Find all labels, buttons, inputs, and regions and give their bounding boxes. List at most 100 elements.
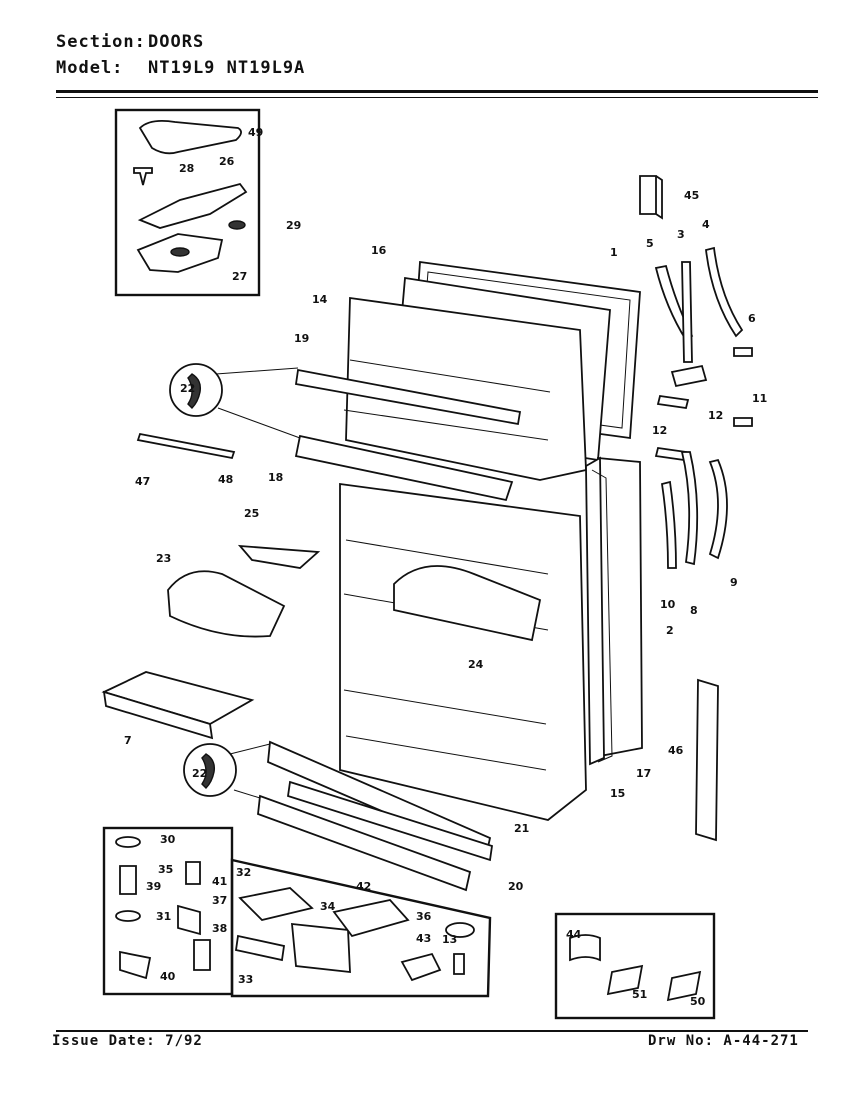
header-rule-thin — [56, 97, 818, 98]
callout-1: 1 — [610, 246, 618, 259]
detail-lines-lower — [229, 743, 271, 799]
callout-3: 3 — [677, 228, 685, 241]
hinge-bracket-upper — [670, 364, 708, 388]
callout-11: 11 — [752, 392, 767, 405]
section-heading: Section:DOORS — [56, 32, 204, 52]
callout-40: 40 — [160, 970, 176, 983]
section-label: Section: — [56, 32, 146, 52]
inset-box-clips — [554, 912, 716, 1020]
bracket-38 — [193, 939, 211, 971]
shim-33 — [234, 934, 286, 962]
clip-44 — [569, 934, 601, 962]
clip-51 — [606, 964, 644, 996]
section-value: DOORS — [148, 32, 205, 52]
issue-date: Issue Date: 7/92 — [52, 1033, 203, 1049]
washer-31 — [115, 910, 141, 922]
callout-15: 15 — [610, 787, 625, 800]
callout-47: 47 — [135, 475, 150, 488]
hinge-42 — [332, 899, 410, 938]
upper-liner-shelves — [343, 359, 551, 441]
bracket-12-upper — [656, 394, 690, 410]
callout-12b: 12 — [652, 424, 667, 437]
callout-29: 29 — [286, 219, 301, 232]
model-heading: Model: NT19L9 NT19L9A — [56, 58, 305, 78]
pin-11 — [733, 417, 753, 427]
washer-30 — [115, 836, 141, 848]
callout-16: 16 — [371, 244, 387, 257]
screw-28 — [133, 167, 153, 186]
callout-34: 34 — [320, 900, 336, 913]
callout-23: 23 — [156, 552, 171, 565]
callout-49: 49 — [248, 126, 263, 139]
callout-10: 10 — [660, 598, 676, 611]
bushing-35 — [119, 865, 137, 895]
hinge-cover-49 — [138, 119, 242, 155]
callout-46: 46 — [668, 744, 684, 757]
bracket-12-lower — [654, 446, 688, 462]
callout-44: 44 — [566, 928, 582, 941]
washer-29 — [228, 220, 246, 230]
dairy-door-24 — [393, 565, 542, 642]
plate-40 — [119, 950, 152, 980]
pin-6 — [733, 347, 753, 357]
callout-45: 45 — [684, 189, 699, 202]
detail-lines-upper — [215, 367, 301, 439]
rail-20 — [257, 794, 472, 892]
lower-door-outer-2 — [597, 457, 643, 758]
callout-39: 39 — [146, 880, 161, 893]
callout-36: 36 — [416, 910, 432, 923]
callout-13: 13 — [442, 933, 457, 946]
callout-18: 18 — [268, 471, 283, 484]
callout-14: 14 — [312, 293, 328, 306]
callout-31: 31 — [156, 910, 171, 923]
hinge-plate-34 — [290, 922, 351, 974]
clip-22-lower — [201, 753, 216, 789]
rail-21-mid — [287, 780, 493, 862]
callout-50: 50 — [690, 995, 706, 1008]
part-45 — [639, 175, 663, 220]
part-25 — [237, 544, 321, 569]
ice-tray-7-front — [102, 690, 214, 740]
bracket-43 — [400, 952, 442, 982]
shelf-rail-18 — [294, 434, 514, 502]
callout-2: 2 — [666, 624, 674, 637]
screw-41 — [185, 861, 201, 885]
callout-41: 41 — [212, 875, 227, 888]
callout-28: 28 — [179, 162, 194, 175]
lower-gasket-17 — [591, 469, 613, 763]
strap-10 — [660, 480, 677, 569]
callout-6: 6 — [748, 312, 756, 325]
model-label: Model: — [56, 58, 124, 78]
callout-26: 26 — [219, 155, 235, 168]
model-value: NT19L9 NT19L9A — [148, 58, 306, 78]
callout-21: 21 — [514, 822, 529, 835]
callout-8: 8 — [690, 604, 698, 617]
strap-4 — [705, 246, 744, 338]
upper-door-liner-14 — [345, 296, 587, 481]
callout-5: 5 — [646, 237, 654, 250]
cap-36 — [445, 922, 475, 938]
stud-13 — [453, 953, 465, 975]
inset-box-hinge-kit — [114, 108, 261, 297]
callout-35: 35 — [158, 863, 173, 876]
callout-22b: 22 — [192, 767, 207, 780]
bottom-hinge-parts-area — [230, 858, 492, 998]
callout-38: 38 — [212, 922, 227, 935]
callout-4: 4 — [702, 218, 710, 231]
callout-32: 32 — [236, 866, 251, 879]
lower-door-liner-15 — [339, 482, 587, 821]
cover-23 — [167, 570, 286, 638]
callout-42: 42 — [356, 880, 371, 893]
shelf-rail-19 — [294, 368, 522, 426]
callout-24: 24 — [468, 658, 484, 671]
drawing-number: Drw No: A-44-271 — [648, 1033, 799, 1049]
callout-37: 37 — [212, 894, 227, 907]
callout-27: 27 — [232, 270, 247, 283]
strap-8 — [680, 451, 699, 566]
trim-strip-46 — [695, 678, 719, 842]
strap-3 — [681, 261, 693, 363]
callout-9: 9 — [730, 576, 738, 589]
callout-22a: 22 — [180, 382, 195, 395]
clip-22-upper — [187, 373, 202, 409]
